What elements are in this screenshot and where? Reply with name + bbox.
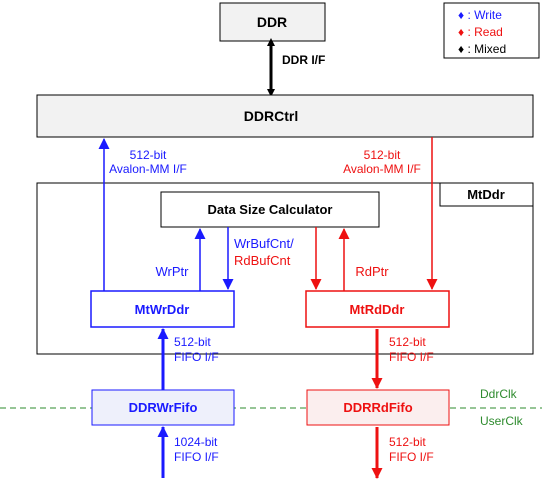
wr-fifo-1024-label-1: 1024-bit bbox=[174, 435, 218, 449]
wr-fifo-1024-label-2: FIFO I/F bbox=[174, 450, 219, 464]
mtddr-label-box bbox=[439, 182, 534, 207]
legend-box bbox=[443, 2, 540, 59]
ddrrdfifo-block bbox=[306, 389, 450, 426]
ddrwrfifo-label: DDRWrFifo bbox=[129, 400, 198, 415]
rd-avalon-label-2: Avalon-MM I/F bbox=[343, 162, 421, 176]
wr-avalon-label-1: 512-bit bbox=[130, 148, 167, 162]
legend-read: ♦ : Read bbox=[458, 25, 503, 39]
mtddr-label: MtDdr bbox=[467, 187, 505, 202]
bufcnt-label-2: RdBufCnt bbox=[234, 253, 291, 268]
legend: ♦ : Write ♦ : Read ♦ : Mixed bbox=[443, 2, 540, 59]
rd-fifo-512-label-1: 512-bit bbox=[389, 335, 426, 349]
mtwrddr-block bbox=[90, 290, 235, 328]
calc-block bbox=[160, 191, 380, 228]
calc-label: Data Size Calculator bbox=[208, 202, 333, 217]
mtwrddr-label: MtWrDdr bbox=[135, 302, 190, 317]
wr-fifo-512-label-1: 512-bit bbox=[174, 335, 211, 349]
rd-avalon-label-1: 512-bit bbox=[364, 148, 401, 162]
ddr-block bbox=[219, 2, 326, 42]
wr-fifo-512-label-2: FIFO I/F bbox=[174, 350, 219, 364]
ddrctrl-label: DDRCtrl bbox=[244, 108, 298, 124]
bufcnt-label-1: WrBufCnt/ bbox=[234, 236, 294, 251]
legend-mixed: ♦ : Mixed bbox=[458, 42, 506, 56]
ddrclk-label: DdrClk bbox=[480, 387, 518, 401]
wrptr-label: WrPtr bbox=[156, 264, 190, 279]
legend-write: ♦ : Write bbox=[458, 8, 502, 22]
mtrdddr-label: MtRdDdr bbox=[350, 302, 405, 317]
mtrdddr-block bbox=[305, 290, 450, 328]
mtddr-block bbox=[36, 182, 534, 355]
ddrctrl-block bbox=[36, 94, 534, 138]
rd-fifo-512-label-2: FIFO I/F bbox=[389, 350, 434, 364]
ddrrdfifo-label: DDRRdFifo bbox=[343, 400, 412, 415]
ddr-if-label: DDR I/F bbox=[282, 53, 325, 67]
ddrwrfifo-block bbox=[91, 389, 235, 426]
rd-fifo-out-label-2: FIFO I/F bbox=[389, 450, 434, 464]
ddr-label: DDR bbox=[257, 14, 287, 30]
userclk-label: UserClk bbox=[480, 414, 524, 428]
rd-fifo-out-label-1: 512-bit bbox=[389, 435, 426, 449]
rdptr-label: RdPtr bbox=[355, 264, 389, 279]
wr-avalon-label-2: Avalon-MM I/F bbox=[109, 162, 187, 176]
